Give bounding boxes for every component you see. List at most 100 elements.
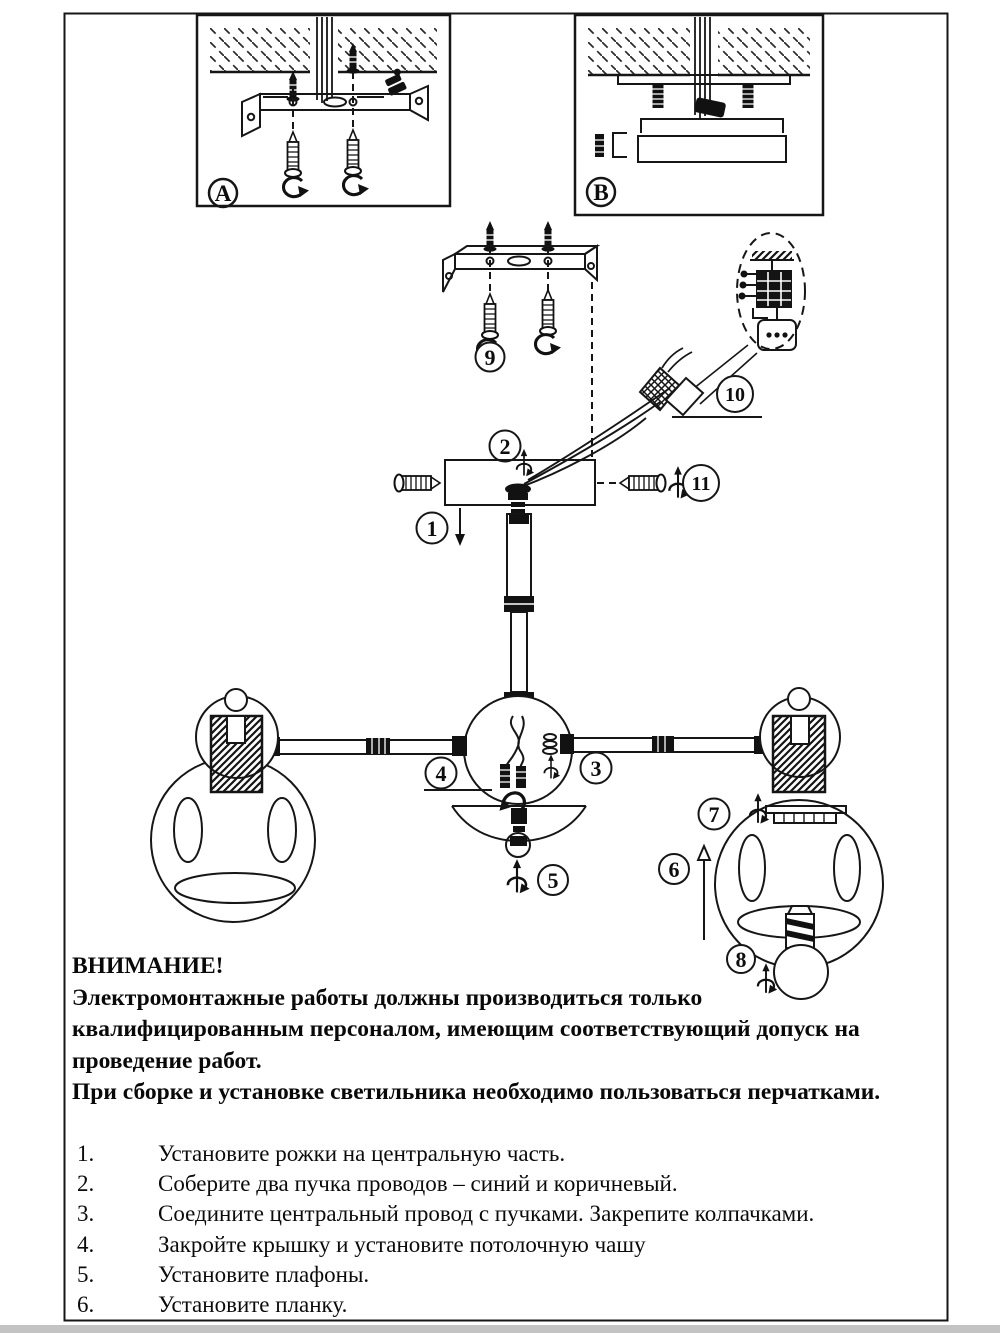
diagram-a-border: [195, 13, 452, 208]
diagram-a-label: A: [215, 181, 232, 206]
list-item: 5. Установите плафоны.: [77, 1262, 942, 1292]
ceiling-wires: [694, 17, 711, 118]
left-arm: [264, 736, 467, 756]
svg-text:3: 3: [591, 756, 602, 781]
callout-2: 2: [488, 429, 522, 463]
socket-knob: [787, 687, 811, 711]
up-arrow-icon: [696, 843, 712, 861]
diagram-b-label-badge: B: [585, 176, 617, 208]
diagram-b-label: B: [593, 180, 608, 205]
callout-5: 5: [537, 864, 569, 896]
list-item-number: 2.: [77, 1171, 95, 1197]
socket-knob: [224, 688, 248, 712]
list-item: 6. Установите планку.: [77, 1292, 942, 1322]
list-item-number: 4.: [77, 1231, 95, 1257]
callout-9: 9: [474, 341, 506, 373]
svg-text:7: 7: [709, 802, 720, 827]
terminal-block: [756, 270, 792, 308]
svg-text:11: 11: [692, 473, 711, 495]
screw-icon: [284, 131, 302, 178]
list-item-text: Установите рожки на центральную часть.: [158, 1141, 566, 1166]
right-socket: [759, 687, 841, 794]
turn-arrow-icon: [281, 176, 311, 199]
side-bracket: [612, 132, 627, 158]
list-item: 3. Соедините центральный провод с пучкам…: [77, 1201, 942, 1231]
list-item-number: 3.: [77, 1201, 95, 1227]
list-item-number: 1.: [77, 1141, 95, 1166]
list-item-text: Закройте крышку и установите потолочную …: [158, 1231, 646, 1257]
left-lamp: [150, 688, 316, 923]
svg-text:5: 5: [548, 868, 559, 893]
stud-icon: [651, 83, 665, 109]
right-arm: [560, 734, 770, 754]
canopy: [393, 447, 692, 546]
wall-plug-icon: [385, 68, 407, 96]
screw-icon: [619, 473, 667, 493]
list-item-text: Установите плафоны.: [158, 1261, 370, 1287]
warning-line: При сборке и установке светильника необх…: [72, 1079, 881, 1106]
page-frame: [63, 12, 949, 1322]
svg-text:10: 10: [725, 384, 745, 406]
svg-text:9: 9: [485, 345, 496, 370]
warning-block: ВНИМАНИЕ! Электромонтажные работы должны…: [72, 951, 950, 1109]
stem: [504, 513, 534, 716]
list-item-text: Соберите два пучка проводов – синий и ко…: [158, 1171, 678, 1197]
bracket-assembly: [442, 220, 601, 458]
ceiling-wires: [316, 17, 333, 103]
bottom-bowl: [451, 805, 587, 895]
callout-6: 6: [658, 853, 690, 885]
canopy-wires: [520, 387, 671, 488]
ring: [505, 832, 531, 858]
canopy-bar: [640, 118, 784, 133]
list-item: 1. Установите рожки на центральную часть…: [77, 1141, 942, 1171]
mounting-bracket: [241, 84, 429, 138]
stud-icon: [741, 83, 755, 109]
svg-text:1: 1: [427, 516, 438, 541]
connector-cap: [664, 376, 705, 417]
warning-title: ВНИМАНИЕ!: [72, 953, 224, 979]
list-item-text: Соедините центральный провод с пучками. …: [158, 1201, 815, 1227]
warning-line: квалифицированным персоналом, имеющим со…: [72, 1016, 860, 1043]
canopy-plate: [637, 135, 787, 163]
callout-7: 7: [697, 797, 731, 831]
callout-3: 3: [579, 751, 613, 785]
mounted-bracket: [617, 74, 791, 85]
diagram-a: A: [195, 13, 452, 209]
scan-edge-strip: [0, 1325, 1000, 1333]
diagram-b-border: [573, 13, 825, 217]
anchor-icon: [482, 220, 498, 253]
right-shade: [696, 792, 884, 1000]
rotate-screw-icon: [506, 857, 531, 895]
list-item: 2. Соберите два пучка проводов – синий и…: [77, 1171, 942, 1201]
instructions-list: 1. Установите рожки на центральную часть…: [77, 1141, 942, 1322]
list-item-text: Установите планку.: [158, 1291, 348, 1317]
list-item-number: 6.: [77, 1291, 95, 1317]
svg-text:2: 2: [500, 434, 511, 459]
screw-icon: [539, 289, 557, 336]
warning-line: проведение работ.: [72, 1047, 262, 1074]
wire-connector-blob: [694, 97, 726, 118]
down-arrow-icon: [455, 534, 465, 546]
svg-text:6: 6: [669, 857, 680, 882]
warning-line: Электромонтажные работы должны производи…: [72, 984, 703, 1011]
list-item-number: 5.: [77, 1261, 95, 1287]
turn-arrow-icon: [341, 174, 371, 197]
connector-10: [638, 347, 762, 418]
turn-arrow-icon: [533, 333, 563, 356]
ceiling-hatch: [752, 251, 792, 260]
light-bulb: [773, 905, 829, 1000]
central-hub: [463, 695, 573, 823]
svg-text:8: 8: [736, 947, 747, 972]
screw-icon: [344, 129, 362, 176]
screw-icon: [481, 293, 499, 340]
callout-8: 8: [726, 944, 756, 974]
screw-icon: [393, 473, 441, 493]
callout-1: 1: [415, 511, 449, 545]
diagram-a-label-badge: A: [207, 177, 239, 209]
callout-10: 10: [716, 375, 754, 413]
svg-text:4: 4: [436, 761, 447, 786]
list-item: 4. Закройте крышку и установите потолочн…: [77, 1232, 942, 1262]
anchor-icon: [540, 220, 556, 253]
